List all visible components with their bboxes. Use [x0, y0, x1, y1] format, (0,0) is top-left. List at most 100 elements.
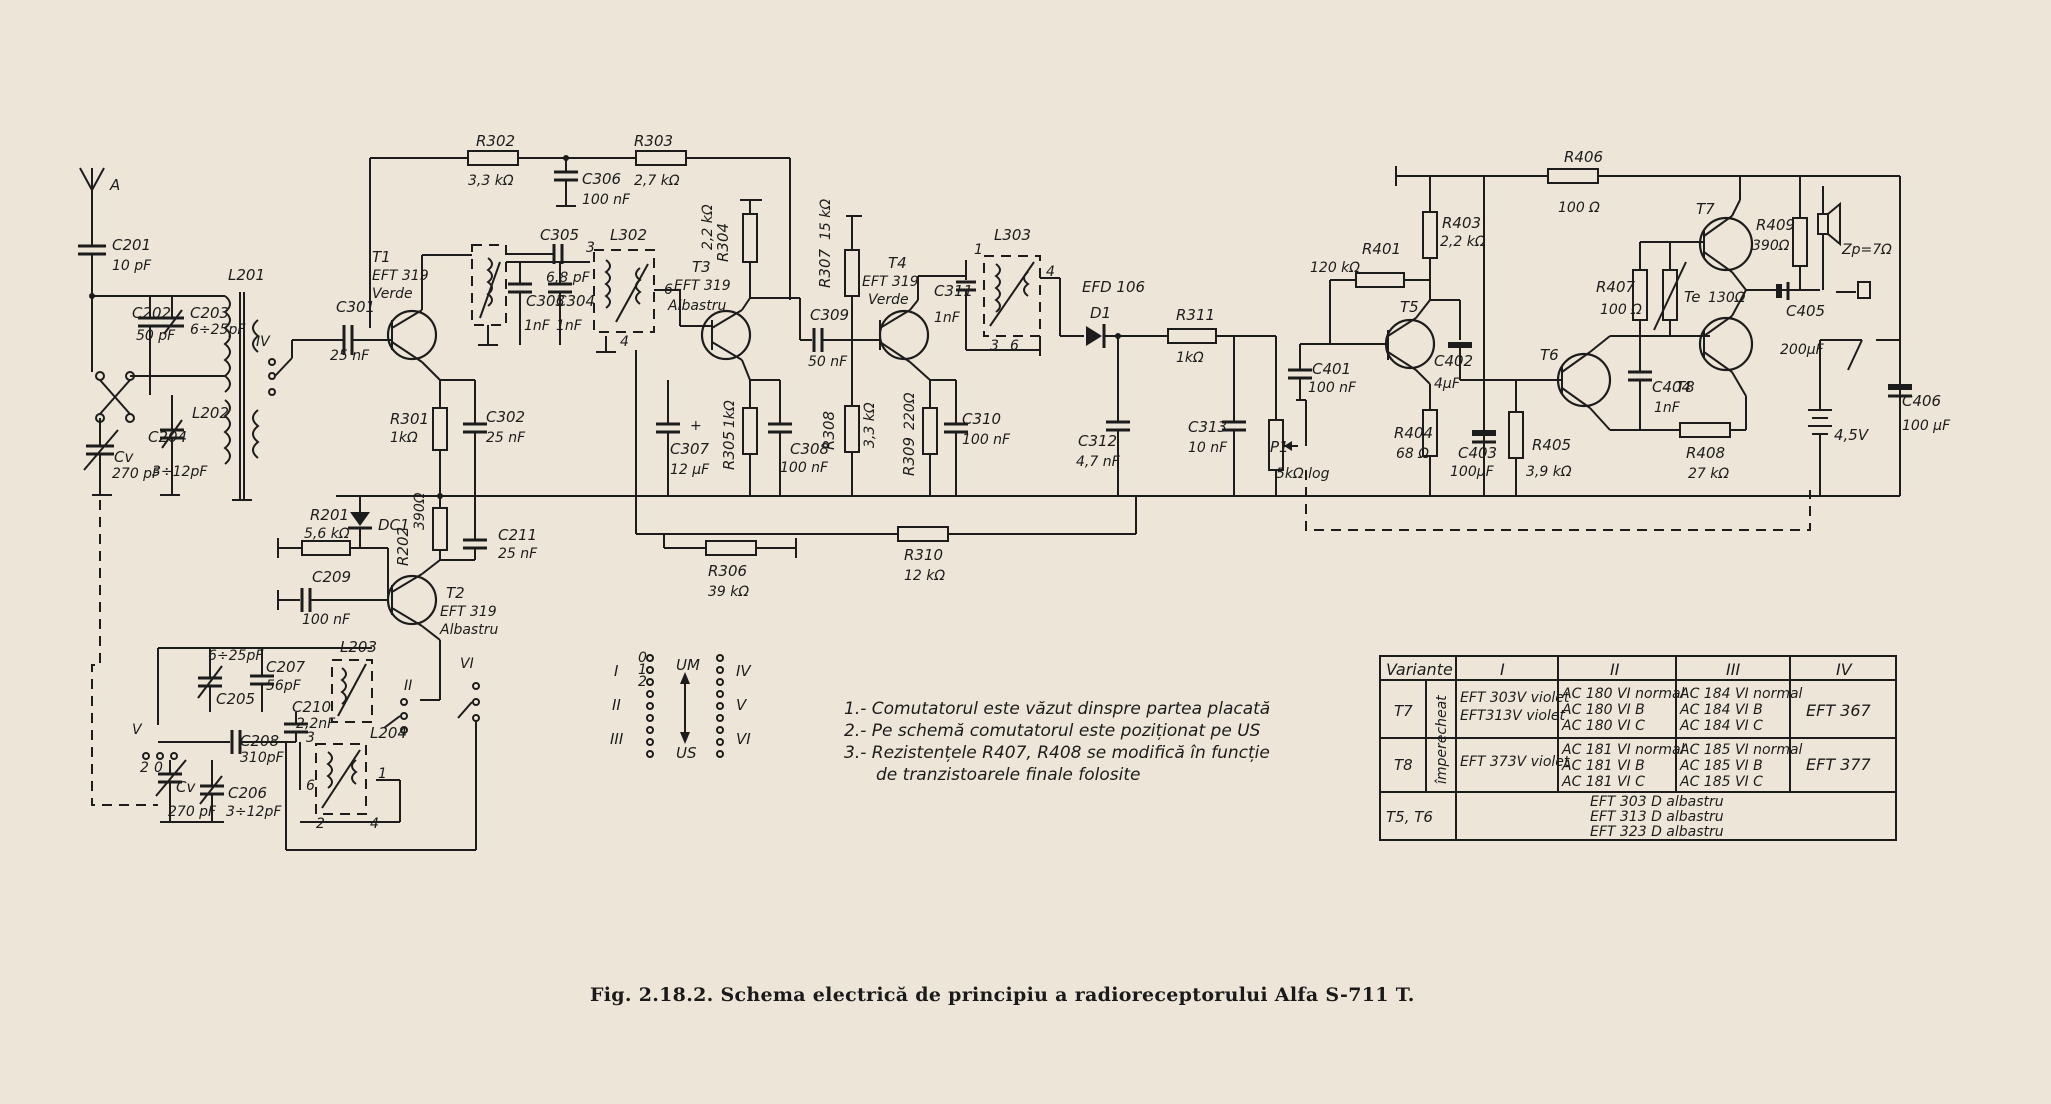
c309-name: C309 [810, 306, 849, 324]
r309-value: 220Ω [902, 392, 918, 430]
r311-value: 1kΩ [1176, 350, 1204, 366]
svg-text:6: 6 [1010, 338, 1019, 354]
svg-text:3: 3 [306, 730, 315, 746]
legend-pin-2-a: 2 [638, 674, 647, 690]
r409-value: 390Ω [1752, 238, 1790, 254]
cv1-value: 270 pF [112, 466, 161, 482]
r303-value: 2,7 kΩ [634, 173, 680, 189]
c303-value: 1nF [524, 318, 551, 334]
r201-name: R201 [310, 506, 349, 524]
legend-roman-1: I [614, 662, 619, 680]
svg-text:1: 1 [378, 766, 387, 782]
c405-name: C405 [1786, 302, 1825, 320]
t4-name: T4 [888, 254, 907, 272]
legend-roman-5: V [736, 696, 748, 714]
note-4: de tranzistoarele finale folosite [876, 765, 1141, 785]
svg-text:3: 3 [990, 338, 999, 354]
c406-name: C406 [1902, 392, 1941, 410]
cv1-name: Cv [114, 448, 134, 466]
c308-value: 100 nF [780, 460, 829, 476]
note-2: 2.- Pe schemă comutatorul este poziționa… [844, 721, 1261, 741]
legend-roman-3: III [610, 730, 624, 748]
r302-value: 3,3 kΩ [468, 173, 514, 189]
table-header-i: I [1500, 660, 1505, 679]
switch-legend: I II III IV V VI 0 1 2 UM US [610, 650, 752, 762]
l203-name: L203 [340, 638, 377, 656]
c402-value: 4µF [1434, 376, 1461, 392]
c207-value: 56pF [266, 678, 302, 694]
c406-value: 100 µF [1902, 418, 1951, 434]
c309-value: 50 nF [808, 354, 848, 370]
t4-color: Verde [868, 292, 909, 308]
c307-value: 12 µF [670, 462, 710, 478]
c308-name: C308 [790, 440, 829, 458]
legend-roman-6: VI [736, 730, 751, 748]
table-group-label: împerecheat [1434, 695, 1450, 784]
c306-value: 100 nF [582, 192, 631, 208]
transistor-t8-symbol [1698, 316, 1754, 372]
c208-name: C208 [240, 732, 279, 750]
svg-text:4: 4 [370, 816, 379, 832]
t3-name: T3 [692, 258, 711, 276]
c305-value: 6,8 pF [546, 270, 591, 286]
table-row-t5t6-label: T5, T6 [1386, 808, 1433, 826]
transistor-t5-symbol [1384, 318, 1436, 370]
t8-ii-2: AC 181 VI B [1561, 758, 1645, 774]
c206-value: 3÷12pF [226, 804, 282, 820]
c402-name: C402 [1434, 352, 1473, 370]
c312-name: C312 [1078, 432, 1117, 450]
antenna-input-section: A C201 10 pF C202 50 pF C203 6÷25pF L201… [78, 167, 338, 806]
legend-band-um: UM [676, 656, 700, 674]
audio-amplifier-section: C401 100 nF R401 120 kΩ T5 R406 100 Ω [1288, 148, 1951, 531]
legend-band-us: US [676, 744, 697, 762]
c201-name: C201 [112, 236, 151, 254]
r303-name: R303 [634, 132, 673, 150]
l202-name: L202 [192, 404, 229, 422]
oscillator-stage-t2: DC1 R201 5,6 kΩ R202 390Ω C211 25 nF C20… [132, 492, 1800, 851]
antenna-label: A [109, 176, 120, 194]
te-value: 130Ω [1708, 290, 1746, 306]
r301-name: R301 [390, 410, 429, 428]
t7-iv: EFT 367 [1806, 701, 1872, 720]
svg-text:+: + [690, 418, 702, 434]
t4-type: EFT 319 [862, 274, 919, 290]
t2-color: Albastru [439, 622, 498, 638]
c401-value: 100 nF [1308, 380, 1357, 396]
t8-i-1: EFT 373V violet [1460, 754, 1570, 770]
c403-name: C403 [1458, 444, 1497, 462]
c311-name: C311 [934, 282, 973, 300]
t3-type: EFT 319 [674, 278, 731, 294]
t8-iii-3: AC 185 VI C [1679, 774, 1763, 790]
transistor-t4-symbol [878, 309, 930, 361]
p1-name: P1 [1270, 438, 1289, 456]
t7-ii-3: AC 180 VI C [1561, 718, 1645, 734]
r310-value: 12 kΩ [904, 568, 945, 584]
svg-text:VI: VI [460, 656, 474, 672]
c301-value: 25 nF [330, 348, 370, 364]
svg-text:2: 2 [140, 760, 149, 776]
battery-voltage: 4,5V [1834, 426, 1870, 444]
figure-caption: Fig. 2.18.2. Schema electrică de princip… [590, 984, 1415, 1006]
t3-color: Albastru [667, 298, 726, 314]
c304-value: 1nF [556, 318, 583, 334]
note-1: 1.- Comutatorul este văzut dinspre parte… [844, 699, 1270, 719]
c210-value: 2,2nF [296, 716, 336, 732]
c209-name: C209 [312, 568, 351, 586]
legend-roman-4: IV [736, 662, 752, 680]
t6-name: T6 [1540, 346, 1559, 364]
r310-name: R310 [904, 546, 943, 564]
r301-value: 1kΩ [390, 430, 418, 446]
table-header-iii: III [1726, 660, 1740, 679]
notes-block: 1.- Comutatorul este văzut dinspre parte… [844, 699, 1270, 785]
r202-name: R202 [394, 527, 412, 566]
c404-name: C404 [1652, 378, 1691, 396]
c304-name: C304 [556, 292, 595, 310]
r202-value: 390Ω [412, 492, 428, 530]
c302-name: C302 [486, 408, 525, 426]
r311-name: R311 [1176, 306, 1215, 324]
r308-name: R308 [820, 411, 838, 450]
table-header-iv: IV [1836, 660, 1853, 679]
t2-type: EFT 319 [440, 604, 497, 620]
svg-text:1: 1 [974, 242, 983, 258]
svg-text:IV: IV [256, 334, 271, 350]
